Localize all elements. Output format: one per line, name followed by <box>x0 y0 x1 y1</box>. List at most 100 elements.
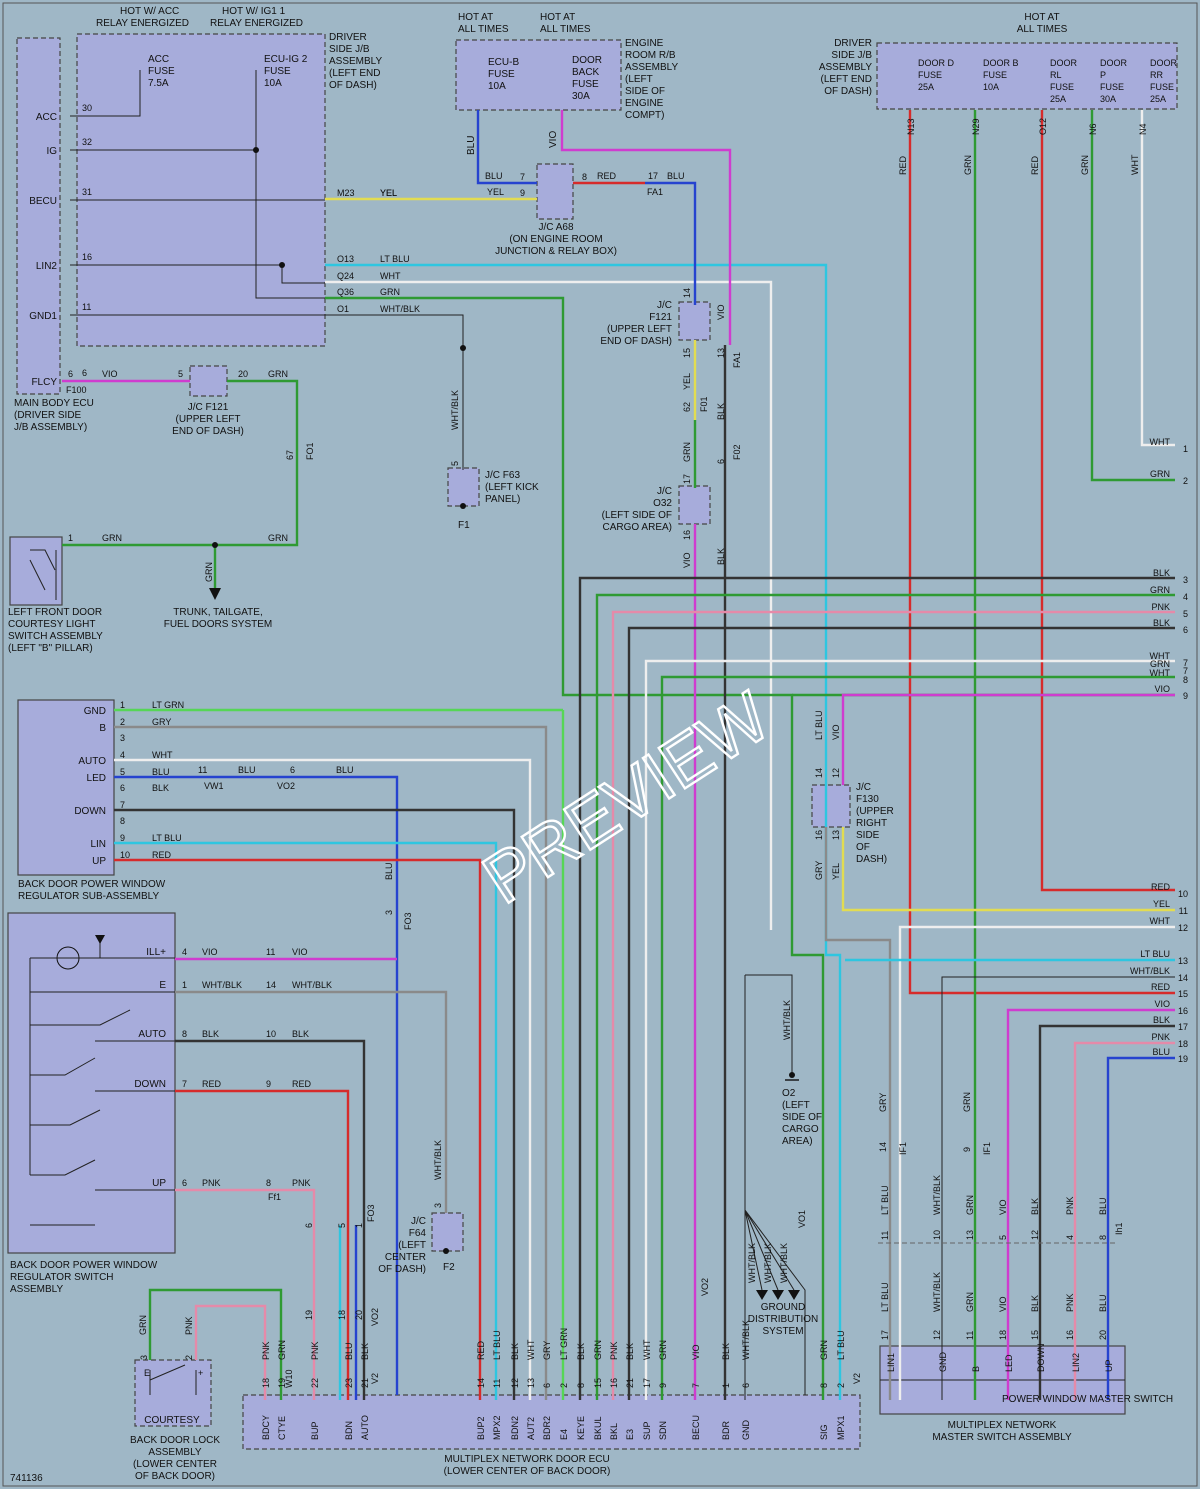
jc-o32-label-2: (LEFT SIDE OF <box>602 510 672 521</box>
back-lock-label-2: (LOWER CENTER <box>133 1459 217 1470</box>
reg-pin-color-4: BLU <box>152 767 170 777</box>
ecu-door-pin-color-19: BLK <box>721 1343 731 1360</box>
gnd-arrow-2 <box>772 1290 784 1300</box>
back-lock-box <box>134 1359 212 1427</box>
splice-dot-1 <box>460 345 466 351</box>
reg-pin-num-7: 8 <box>120 816 125 826</box>
driver-jb-label-0: DRIVER <box>329 32 367 43</box>
master-pin-name-6: UP <box>1104 1359 1114 1372</box>
ecu-door-pin-num-4: 21 <box>360 1378 370 1388</box>
lock-inner: COURTESY <box>144 1415 200 1426</box>
ground-o2-dot <box>789 1072 795 1078</box>
wire-layer <box>62 70 1175 1400</box>
f63-pin: 5 <box>450 461 460 466</box>
edge-num-8: 8 <box>1183 675 1188 685</box>
rsw-pin-color2-2: BLK <box>292 1029 309 1039</box>
ecu-door-pin-color-9: WHT <box>526 1339 536 1360</box>
door-fuse-pin-3: N6 <box>1088 123 1098 135</box>
ground-dist-label-0: GROUND <box>761 1302 805 1313</box>
mid-p5: 5 <box>337 1223 347 1228</box>
vo2-blu: BLU <box>336 765 354 775</box>
wire-grn-4 <box>595 593 1175 1400</box>
gnd-arrow-1 <box>756 1290 768 1300</box>
edge-num-19: 19 <box>1178 1054 1188 1064</box>
master-mid-color-3: VIO <box>998 1199 1008 1215</box>
master-pin-color-5: PNK <box>1065 1293 1075 1312</box>
door-jb-label-2: ASSEMBLY <box>819 62 872 73</box>
ecu-door-pin-num-6: 14 <box>476 1378 486 1388</box>
w10-label: W10 <box>284 1369 294 1388</box>
edge-num-7: 7 <box>1183 666 1188 676</box>
ground-f1-dot <box>460 503 466 509</box>
fo3-num: 3 <box>384 910 394 915</box>
driver-jb-label-1: SIDE J/B <box>329 44 370 55</box>
f100-label: F100 <box>66 385 87 395</box>
wire-blu-19 <box>1106 1056 1175 1400</box>
ecu-door-pin-name-22: MPX1 <box>836 1415 846 1440</box>
jc-a68-label-0: J/C A68 <box>538 222 573 233</box>
ecu-door-pin-color-8: BLK <box>510 1343 520 1360</box>
edge-color-13: LT BLU <box>1140 949 1170 959</box>
ecu-pin-num-2: 31 <box>82 187 92 197</box>
ecu-door-pin-name-17: SDN <box>658 1421 668 1440</box>
master-mid-num-4: 12 <box>1030 1230 1040 1240</box>
master-mid-num-2: 13 <box>965 1230 975 1240</box>
jc-f121a-label-1: (UPPER LEFT <box>175 414 240 425</box>
courtesy-pin: 1 <box>68 533 73 543</box>
rsw-pin-num-2: 8 <box>182 1029 187 1039</box>
engine-room-label-5: ENGINE <box>625 98 664 109</box>
f121b-vio: VIO <box>716 304 726 320</box>
ecu-door-pin-color-7: LT BLU <box>492 1330 502 1360</box>
wire-blk-17 <box>1038 1024 1175 1400</box>
ecu-door-pin-color-15: BLK <box>625 1343 635 1360</box>
mid-p6: 6 <box>304 1223 314 1228</box>
wire-blk-auto <box>175 1039 366 1400</box>
doorback-fuse-2: FUSE <box>572 79 599 90</box>
ecu-door-pin-name-1: CTYE <box>277 1416 287 1440</box>
a68-yel: YEL <box>487 187 504 197</box>
vo1-label: VO1 <box>797 1210 807 1228</box>
edge-color-0: WHT <box>1150 437 1171 447</box>
door-fuse-color-0: RED <box>898 155 908 175</box>
o32-blk: BLK <box>716 548 726 565</box>
if1a-color: GRY <box>878 1093 888 1112</box>
ecu-door-pin-color-13: GRN <box>593 1340 603 1360</box>
trunk-arrow <box>209 588 221 600</box>
jc-f130-label-2: (UPPER <box>856 806 894 817</box>
main-body-ecu-label-0: MAIN BODY ECU <box>14 398 94 409</box>
rsw-pin-num-4: 6 <box>182 1178 187 1188</box>
rsw-pin-color-1: WHT/BLK <box>202 980 242 990</box>
courtesy-grn2: GRN <box>268 533 288 543</box>
ecu-door-pin-name-8: BDN2 <box>510 1416 520 1440</box>
rsw-pin-color2-4: PNK <box>292 1178 311 1188</box>
wire-gry-f130 <box>824 827 892 1400</box>
edge-color-18: PNK <box>1151 1032 1170 1042</box>
courtesy-switch-internal <box>29 549 57 600</box>
doorback-fuse-0: DOOR <box>572 55 602 66</box>
master-label-0: MULTIPLEX NETWORK <box>948 1420 1057 1431</box>
ecu-door-pin-num-1: 19 <box>277 1378 287 1388</box>
jc-o32-label-1: O32 <box>653 498 672 509</box>
ecu-door-pin-color-22: LT BLU <box>836 1330 846 1360</box>
door-fuse-3-1: P <box>1100 70 1106 80</box>
door-fuse-2-0: DOOR <box>1050 58 1078 68</box>
ecu-door-pin-color-12: BLK <box>576 1343 586 1360</box>
jc-f121b-label-1: F121 <box>649 312 672 323</box>
door-fuse-color-2: RED <box>1030 155 1040 175</box>
jc-f130-box <box>811 784 851 828</box>
wire-pnk-18 <box>1073 1041 1175 1400</box>
ecu-door-pin-color-4: BLK <box>360 1343 370 1360</box>
lock-p2: 2 <box>184 1355 194 1360</box>
ecu-out-pin-2: Q24 <box>337 271 354 281</box>
vw1-num: 11 <box>198 765 207 775</box>
jc-a68-label-2: JUNCTION & RELAY BOX) <box>495 246 617 257</box>
jc-f130-label-4: SIDE <box>856 830 880 841</box>
reg-pin-name-4: LED <box>87 773 106 784</box>
ground-o2-label-4: AREA) <box>782 1136 813 1147</box>
ecu-door-pin-name-4: AUTO <box>360 1415 370 1440</box>
master-mid-num-0: 11 <box>880 1231 890 1240</box>
reg-pin-num-2: 3 <box>120 733 125 743</box>
ecu-door-pin-color-16: WHT <box>642 1339 652 1360</box>
acc-fuse-1: FUSE <box>148 66 175 77</box>
